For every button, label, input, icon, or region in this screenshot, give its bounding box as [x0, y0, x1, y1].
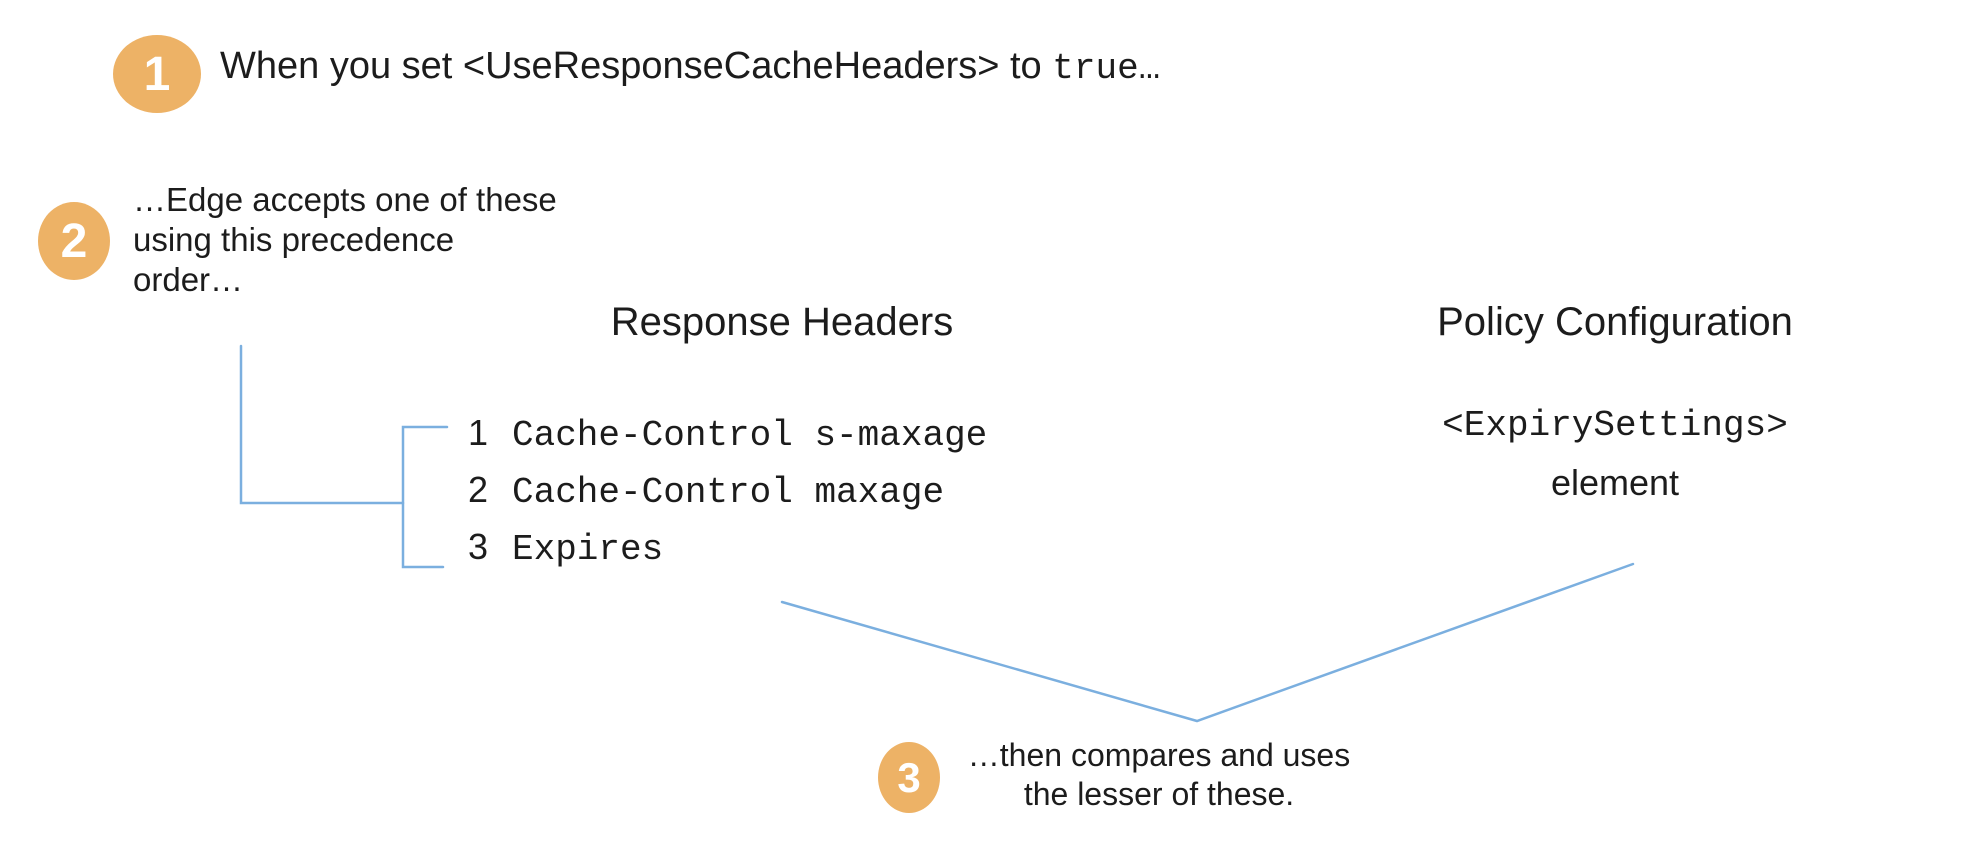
step-3-number: 3: [897, 753, 921, 801]
precedence-elbow-line: [239, 344, 405, 505]
list-item-code: Cache-Control s-maxage: [512, 415, 988, 456]
list-item-rank: 3: [468, 526, 489, 567]
policy-configuration-title: Policy Configuration: [1437, 300, 1793, 344]
list-item: 2 Cache-Control maxage: [468, 469, 987, 514]
step-2-text-line1: …Edge accepts one of these: [133, 181, 557, 218]
step-1-text: When you set <UseResponseCacheHeaders> t…: [220, 42, 1160, 93]
step-2-text: …Edge accepts one of these using this pr…: [133, 180, 557, 300]
list-item-code: Expires: [512, 529, 664, 570]
step-2-text-line3: order…: [133, 261, 244, 298]
precedence-bracket-line: [401, 425, 449, 569]
policy-configuration-caption: element: [1550, 462, 1680, 503]
policy-configuration-code: <ExpirySettings>: [1442, 405, 1788, 446]
step-3-text: …then compares and uses the lesser of th…: [959, 736, 1359, 814]
step-3-badge: 3: [878, 742, 940, 813]
list-item-rank: 1: [468, 412, 489, 453]
step-1-text-code: true…: [1052, 48, 1161, 89]
list-item: 1 Cache-Control s-maxage: [468, 412, 987, 457]
step-2-text-line2: using this precedence: [133, 221, 455, 258]
precedence-list: 1 Cache-Control s-maxage 2 Cache-Control…: [468, 412, 987, 583]
step-3-text-line1: …then compares and uses: [967, 737, 1351, 773]
response-headers-title: Response Headers: [610, 300, 954, 344]
step-2-number: 2: [60, 214, 88, 268]
step-3-text-line2: the lesser of these.: [1023, 776, 1295, 812]
step-1-text-sans: When you set <UseResponseCacheHeaders> t…: [220, 45, 1053, 87]
list-item-rank: 2: [468, 469, 489, 510]
step-2-badge: 2: [38, 202, 110, 280]
compare-chevron-line: [780, 562, 1635, 723]
step-1-number: 1: [143, 47, 171, 101]
step-1-badge: 1: [113, 35, 201, 113]
list-item-code: Cache-Control maxage: [512, 472, 945, 513]
list-item: 3 Expires: [468, 526, 987, 571]
